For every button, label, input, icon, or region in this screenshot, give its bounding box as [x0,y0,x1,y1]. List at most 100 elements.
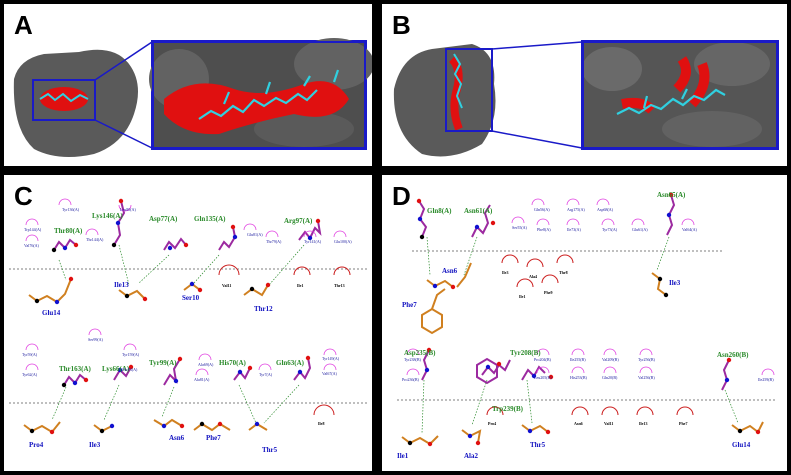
hydrophobic-mol-label: Thr73(A) [122,367,138,372]
hydrophobic-mol-label: Val64(A) [682,227,698,232]
hydrophobic-label: Val11 [604,421,613,426]
residue-label: Trp239(B) [492,405,524,413]
hydrophobic-label: Asn6 [574,421,583,426]
hydrophobic-mol-label: Ile255(B) [570,357,586,362]
hydrophobic-label: Ile3 [502,270,508,275]
hydrophobic-mol-label: Thr144(A) [86,237,104,242]
hydrophobic-mol-label: Val76(A) [24,243,40,248]
hydrophobic-mol-label: Ile259(B) [758,377,774,382]
binding-groove-red [621,56,710,114]
hydrophobic-mol-label: Leu205(B) [534,375,552,380]
residue-label: Gln63(A) [276,359,305,367]
hydrophobic-label: Ile13 [639,421,647,426]
residue-label: Asp77(A) [149,215,178,223]
zoom-box-small [445,48,493,132]
panel-b: B [382,4,787,166]
residue-label: Asn6 [442,267,458,275]
hydrophobic-mol-label: Ser55(A) [512,225,528,230]
panel-a: A [4,4,372,166]
panel-a-surface-images [13,38,372,158]
residue-label: Arg97(A) [284,217,313,225]
hydrophobic-mol-label: Tyr256(B) [638,357,655,362]
panel-label-a: A [14,10,33,40]
protein-surface-overview [393,44,496,157]
hydrophobic-mol-label: Trp144(A) [24,227,42,232]
residue-label: Asp235(B) [404,349,436,357]
residue-label: Ala2 [464,452,479,460]
residue-label: Glu14 [42,309,61,317]
hydrophobic-mol-label: Asp68(A) [597,207,614,212]
residue-label: His70(A) [219,359,247,367]
hydrophobic-mol-label: Tyr62(A) [22,372,38,377]
residue-label: Asn61(A) [464,207,493,215]
hydrophobic-label: Ile1 [297,283,303,288]
hydrophobic-label: Val11 [222,283,231,288]
panel-d-ligplot: Gln8(A) Asn61(A) Asn65(A) Asn6 Phe7 Ile3… [397,191,777,460]
hydrophobic-mol-label: Pro204(B) [534,357,552,362]
hydrophobic-mol-label: Tyr136(A) [62,207,80,212]
residue-label: Asn260(B) [717,351,749,359]
panel-label-c: C [14,181,33,211]
hydrophobic-mol-label: Gln20(B) [602,375,618,380]
hydrophobic-mol-label: Arg175(A) [567,207,585,212]
hydrophobic-label: Thr8 [559,270,568,275]
panel-label-b: B [392,10,411,40]
hydrophobic-mol-label: Tyr149(A) [322,356,340,361]
hydrophobic-mol-label: Ile73(A) [567,227,581,232]
hydrophobic-mol-label: His253(B) [570,375,588,380]
panel-b-surface-images [393,40,779,157]
residue-label: Lys66(A) [102,365,130,373]
hydrophobic-mol-label: Glu81(A) [247,232,263,237]
peptide-sticks [39,92,89,103]
hydrophobic-mol-label: Ala81(A) [194,377,210,382]
hydrophobic-mol-label: Tyr238(B) [404,357,421,362]
residue-label: Ile3 [89,441,101,449]
residue-label: Tyr208(B) [510,349,541,357]
hydrophobic-label: Thr13 [334,283,345,288]
hydrophobic-mol-label: Tyr141(A) [304,239,322,244]
peptide-zoom-sticks [616,88,726,115]
residue-label: Ile3 [669,279,681,287]
residue-label: Gln135(A) [194,215,226,223]
residue-label: Ile13 [114,281,129,289]
residue-label: Ser10 [182,294,200,302]
peptide-zoom-sticks [198,69,340,120]
residue-label: Glu14 [732,441,751,449]
residue-label: Thr5 [262,446,278,454]
hydrophobic-mol-label: Tyr7(A) [259,372,273,377]
residue-label: Pro4 [29,441,44,449]
hydrophobic-mol-label: Gln56(A) [534,207,550,212]
hydrophobic-mol-label: Pro236(B) [402,377,420,382]
residue-label: Phe7 [206,434,221,442]
residue-label: Tyr99(A) [149,359,177,367]
residue-label: Lys146(A) [92,212,123,220]
binding-site-red [448,56,463,131]
hydrophobic-mol-label: Val67(A) [322,371,338,376]
residue-label: Asn65(A) [657,191,686,199]
hydrophobic-mol-label: Tyr159(A) [122,352,140,357]
hydrophobic-mol-label: Val256(B) [638,375,655,380]
hydrophobic-label: Phe7 [679,421,687,426]
hydrophobic-label: Pro4 [488,421,496,426]
hydrophobic-mol-label: Glu61(A) [632,227,648,232]
hydrophobic-mol-label: Ser99(A) [88,337,104,342]
binding-groove-red [164,81,349,135]
hydrophobic-mol-label: Thr79(A) [266,239,282,244]
hydrophobic-mol-label: Val209(B) [602,357,619,362]
hydrophobic-mol-label: Phe8(A) [537,227,551,232]
residue-label: Thr12 [254,305,273,313]
panel-c: C [4,175,372,471]
hydrophobic-label: Ala4 [529,274,537,279]
residue-label: Phe7 [402,301,417,309]
panel-label-d: D [392,181,411,211]
panel-d: D [382,175,787,471]
hydrophobic-mol-label: Tyr73(A) [602,227,618,232]
binding-site-red [40,87,88,111]
hydrophobic-mol-label: Ala69(A) [198,362,214,367]
residue-label: Gln8(A) [427,207,452,215]
residue-label: Thr80(A) [54,227,83,235]
residue-label: Ile1 [397,452,409,460]
zoom-box-small [32,79,96,121]
peptide-sticks [453,53,463,109]
panel-c-ligplot: Lys146(A) Asp77(A) Gln135(A) Arg97(A) Th… [9,198,367,454]
